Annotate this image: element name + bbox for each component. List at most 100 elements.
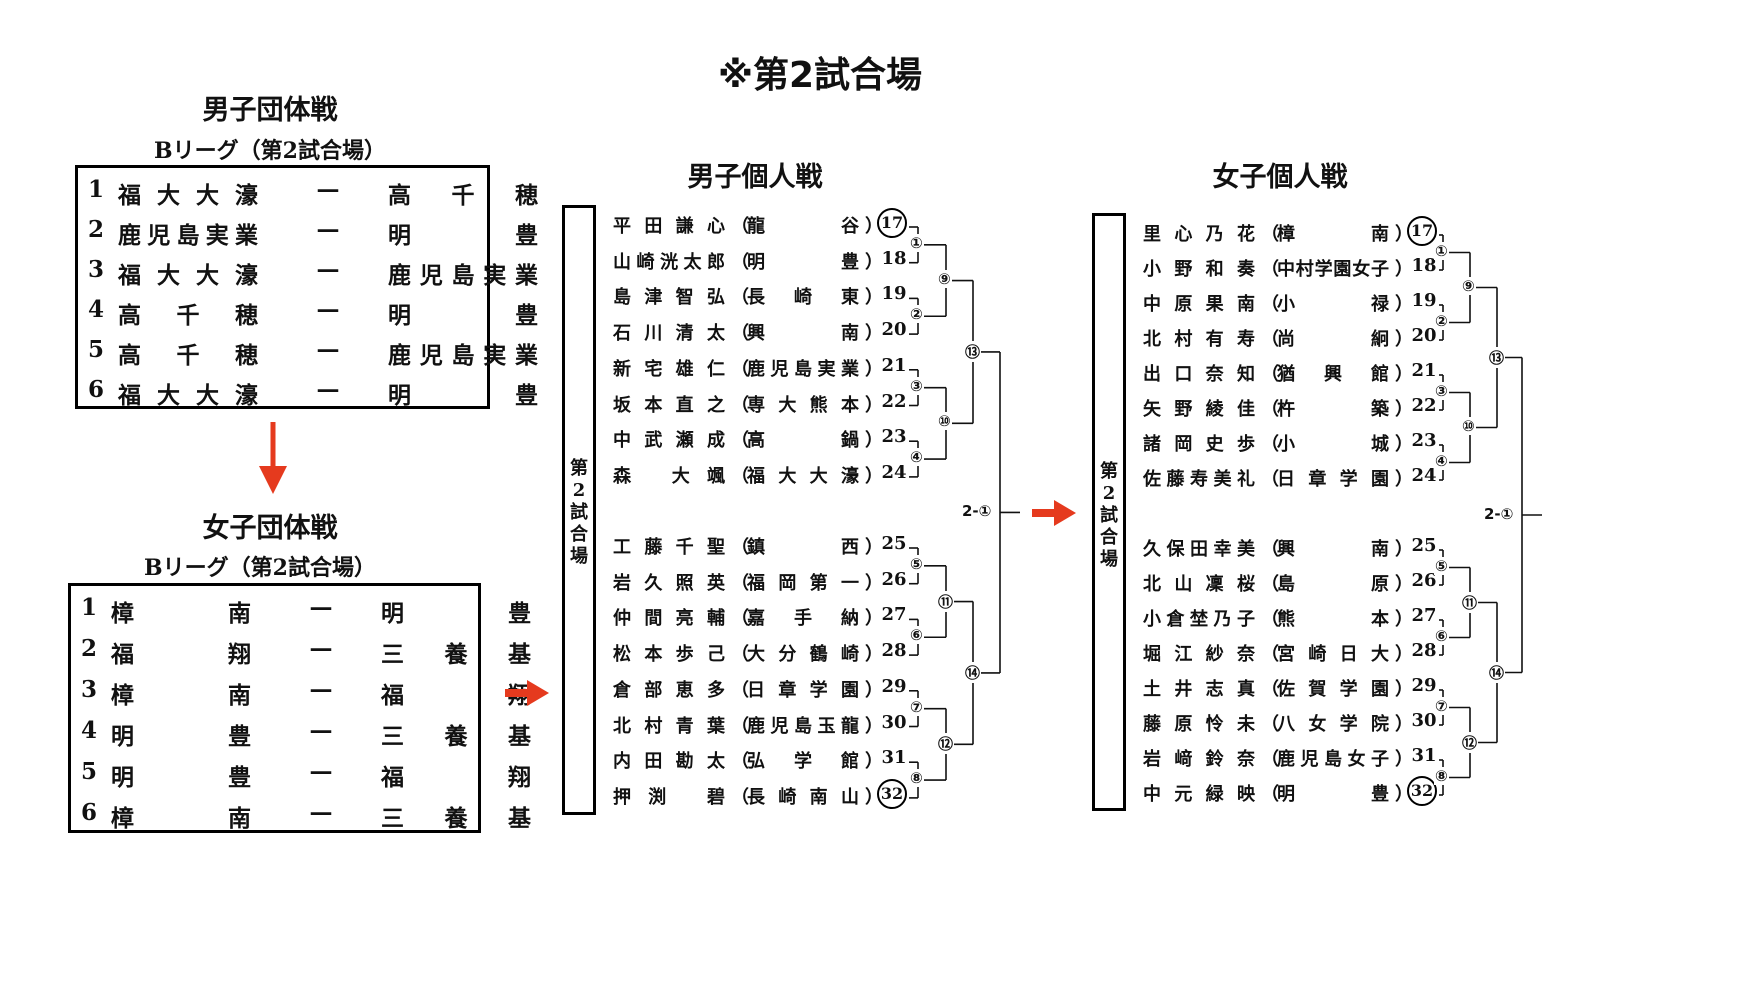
team-match-dash: — — [316, 176, 340, 203]
player-open: （ — [731, 216, 749, 237]
team-match-b: 福翔 — [381, 764, 531, 791]
player-open: （ — [1261, 644, 1279, 665]
round1-match-label: ⑧ — [1434, 766, 1449, 785]
player-seed: 19 — [881, 283, 907, 305]
page-title: ※第2試合場 — [717, 55, 923, 96]
round2-match-label: ⑪ — [937, 590, 955, 612]
girls-venue-box: 第2試合場 — [1092, 213, 1126, 811]
player-open: （ — [1261, 609, 1279, 630]
player-open: （ — [1261, 679, 1279, 700]
player-close: ） — [865, 394, 883, 416]
player-entry: 仲間亮輔（嘉手納）27 — [613, 604, 913, 634]
team-match-dash: — — [316, 296, 340, 323]
right-arrow-icon — [1032, 500, 1076, 526]
player-entry: 北山凜桜（島原）26 — [1143, 570, 1443, 600]
player-close: ） — [1395, 259, 1413, 280]
player-seed: 21 — [1411, 360, 1437, 381]
player-name: 倉部恵多 — [613, 679, 725, 701]
player-name: 中武瀬成 — [613, 430, 725, 452]
player-school: 長崎南山 — [747, 786, 859, 808]
player-school: 福大大濠 — [747, 465, 859, 487]
team-match-a: 樟南 — [111, 682, 251, 709]
player-school: 鹿児島実業 — [747, 358, 859, 380]
player-close: ） — [865, 608, 883, 630]
team-match-b: 高千穂 — [388, 182, 538, 209]
player-school: 猶興館 — [1277, 364, 1389, 385]
player-seed: 21 — [881, 354, 907, 376]
player-entry: 工藤千聖（鎮西）25 — [613, 533, 913, 563]
team-match-b: 明豊 — [388, 222, 538, 249]
player-seed: 29 — [1411, 675, 1437, 696]
player-seed: 27 — [1411, 605, 1437, 626]
player-close: ） — [865, 644, 883, 666]
player-close: ） — [1395, 399, 1413, 420]
player-open: （ — [1261, 434, 1279, 455]
team-match-a: 鹿児島実業 — [118, 222, 258, 249]
round1-match-label: ② — [1434, 311, 1449, 330]
player-entry: 島津智弘（長崎東）19 — [613, 283, 913, 313]
player-close: ） — [865, 287, 883, 309]
player-name: 坂本直之 — [613, 394, 725, 416]
girls-venue-label: 第2試合場 — [1100, 461, 1118, 570]
player-seed: 20 — [1411, 325, 1437, 346]
round1-match-label: ④ — [1434, 451, 1449, 470]
team-match-a: 福翔 — [111, 641, 251, 668]
team-match-a: 樟南 — [111, 600, 251, 627]
player-school: 福岡第一 — [747, 572, 859, 594]
team-match-a: 明豊 — [111, 723, 251, 750]
round1-match-label: ⑧ — [909, 769, 924, 788]
player-entry: 佐藤寿美礼（日章学園）24 — [1143, 465, 1443, 495]
player-school: 興南 — [1277, 539, 1389, 560]
player-open: （ — [1261, 364, 1279, 385]
player-close: ） — [865, 679, 883, 701]
player-close: ） — [1395, 749, 1413, 770]
player-entry: 平田謙心（龍谷）17 — [613, 208, 913, 242]
player-open: （ — [731, 287, 749, 309]
final-match-label: 2-① — [962, 502, 992, 521]
team-match-a: 明豊 — [111, 764, 251, 791]
team-match-a: 福大大濠 — [118, 262, 258, 289]
player-name: 佐藤寿美礼 — [1143, 469, 1255, 490]
player-entry: 小野和奏（中村学園女子）18 — [1143, 255, 1443, 285]
team-match-dash: — — [316, 256, 340, 283]
player-name: 松本歩己 — [613, 644, 725, 666]
team-match-b: 鹿児島実業 — [388, 342, 538, 369]
team-match-dash: — — [309, 717, 333, 744]
player-name: 仲間亮輔 — [613, 608, 725, 630]
player-open: （ — [1261, 259, 1279, 280]
player-seed: 22 — [1411, 395, 1437, 416]
team-match-no: 4 — [81, 717, 98, 744]
player-seed: 32 — [1407, 776, 1437, 806]
player-close: ） — [865, 572, 883, 594]
player-seed: 18 — [881, 247, 907, 269]
player-name: 矢野綾佳 — [1143, 399, 1255, 420]
player-open: （ — [1261, 294, 1279, 315]
round1-match-label: ③ — [1434, 381, 1449, 400]
player-entry: 小倉埜乃子（熊本）27 — [1143, 605, 1443, 635]
player-school: 弘学館 — [747, 751, 859, 773]
player-school: 熊本 — [1277, 609, 1389, 630]
player-seed: 28 — [1411, 640, 1437, 661]
player-name: 小倉埜乃子 — [1143, 609, 1255, 630]
player-school: 日章学園 — [1277, 469, 1389, 490]
player-name: 島津智弘 — [613, 287, 725, 309]
player-entry: 新宅雄仁（鹿児島実業）21 — [613, 355, 913, 385]
player-seed: 20 — [881, 319, 907, 341]
team-match-dash: — — [316, 376, 340, 403]
player-open: （ — [1261, 329, 1279, 350]
player-school: 明豊 — [747, 251, 859, 273]
player-name: 工藤千聖 — [613, 537, 725, 558]
player-close: ） — [1395, 364, 1413, 385]
player-seed: 31 — [1411, 745, 1437, 766]
player-open: （ — [1261, 714, 1279, 735]
player-entry: 諸岡史歩（小城）23 — [1143, 430, 1443, 460]
player-open: （ — [1261, 224, 1279, 245]
team-match-no: 2 — [88, 216, 105, 243]
